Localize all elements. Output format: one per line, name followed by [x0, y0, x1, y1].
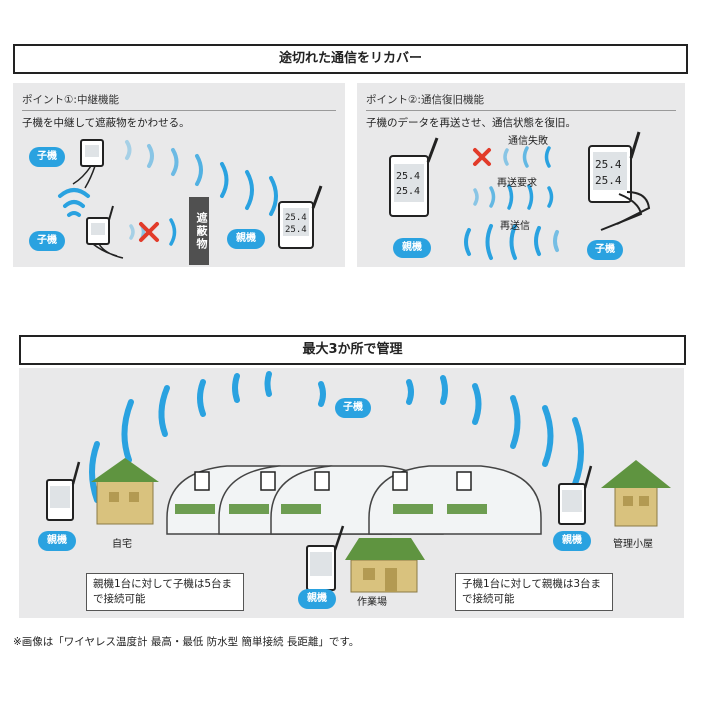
range-signal-arcs	[89, 371, 584, 503]
home-icon	[91, 458, 159, 525]
section-title-management: 最大3か所で管理	[19, 335, 686, 365]
hut-label: 管理小屋	[613, 539, 653, 550]
workplace-label: 作業場	[357, 597, 387, 608]
left-parent-label: 親機	[38, 531, 76, 551]
child-device-lower-icon	[86, 205, 124, 259]
point2-parent-label: 親機	[393, 238, 431, 258]
info-box-right: 子機1台に対して親機は3台まで接続可能	[455, 573, 613, 611]
point2-title: ポイント②:通信復旧機能	[366, 94, 484, 106]
right-parent-device-icon	[558, 465, 593, 525]
point1-child-label-top: 子機	[29, 147, 65, 167]
point1-illustration: 25.4 25.4	[58, 139, 323, 259]
point1-child-label-bottom: 子機	[29, 231, 65, 251]
resend-label: 再送信	[500, 221, 530, 232]
point2-divider	[366, 110, 676, 111]
home-label: 自宅	[112, 539, 132, 550]
point1-description: 子機を中継して遮蔽物をかわせる。	[22, 117, 190, 129]
svg-text:25.4: 25.4	[595, 174, 622, 187]
svg-text:25.4: 25.4	[595, 158, 622, 171]
point2-description: 子機のデータを再送させ、通信状態を復旧。	[366, 117, 576, 129]
svg-text:25.4: 25.4	[285, 213, 307, 223]
svg-text:25.4: 25.4	[396, 186, 420, 197]
request-label: 再送要求	[497, 178, 537, 189]
greenhouse-plants	[175, 504, 487, 514]
parent-device-icon: 25.4 25.4	[278, 185, 323, 249]
center-parent-device-icon	[306, 525, 345, 591]
point1-divider	[22, 110, 336, 111]
point1-title: ポイント①:中継機能	[22, 94, 119, 106]
parent-device-icon: 25.4 25.4	[389, 137, 439, 217]
left-parent-device-icon	[46, 461, 81, 521]
point2-child-label: 子機	[587, 240, 623, 260]
info-box-left: 親機1台に対して子機は5台まで接続可能	[86, 573, 244, 611]
lost-label: 通信失敗	[508, 136, 548, 147]
footnote: ※画像は「ワイヤレス温度計 最高・最低 防水型 簡単接続 長距離」です。	[13, 636, 360, 648]
point1-parent-label: 親機	[227, 229, 265, 249]
child-broadcast-arcs	[58, 188, 90, 217]
child-device-top-icon	[72, 139, 104, 189]
child-device-icon: 25.4 25.4	[588, 131, 651, 231]
fail-cross-icon	[139, 222, 159, 242]
point2-illustration: 25.4 25.4 25.4 25.4	[389, 131, 651, 260]
right-parent-label: 親機	[553, 531, 591, 551]
section-title-recover: 途切れた通信をリカバー	[13, 44, 688, 74]
greenhouse-row	[166, 465, 542, 535]
relay-signal-arcs	[125, 140, 278, 216]
management-child-label: 子機	[335, 398, 371, 418]
resend-arcs	[464, 224, 559, 260]
svg-text:25.4: 25.4	[396, 171, 420, 182]
center-parent-label: 親機	[298, 589, 336, 609]
management-illustration	[46, 371, 671, 593]
obstacle-block: 遮蔽物	[189, 197, 209, 265]
request-arcs	[473, 184, 554, 210]
fail-cross-icon	[473, 148, 491, 166]
lost-arcs	[503, 146, 551, 168]
workplace-icon	[345, 538, 425, 593]
svg-text:25.4: 25.4	[285, 225, 307, 235]
hut-icon	[601, 460, 671, 527]
blocked-arcs	[129, 218, 177, 246]
greenhouse-sensors	[194, 471, 472, 491]
